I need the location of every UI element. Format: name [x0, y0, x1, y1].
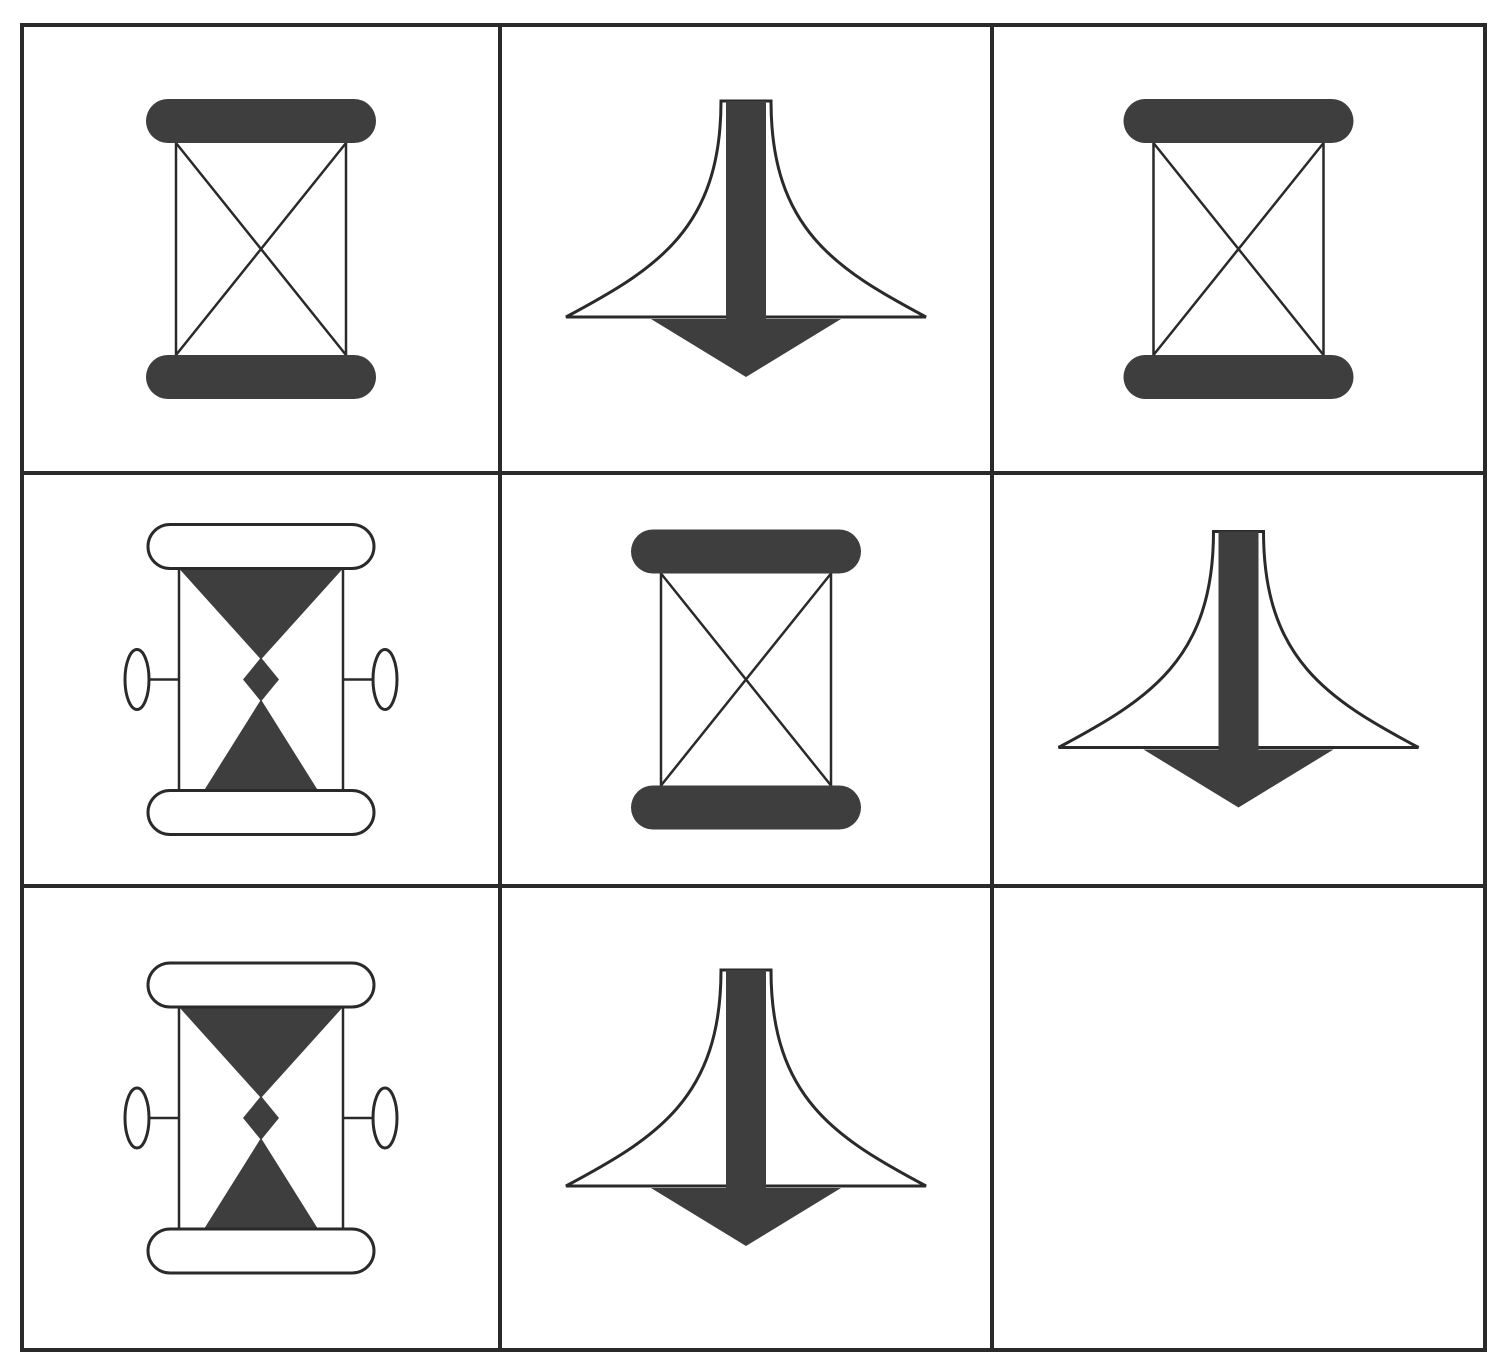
hourglass-frame-dark-caps-icon [1123, 99, 1354, 399]
cell-r2-c2 [631, 529, 861, 830]
down-arrow-flared-icon [565, 99, 927, 377]
down-arrow-flared-icon [1057, 530, 1420, 808]
cell-r1-c2 [565, 99, 927, 377]
cell-r2-c1 [123, 523, 399, 836]
cell-r3-c2 [565, 968, 927, 1246]
hourglass-filled-white-caps-knobs-icon [123, 961, 399, 1275]
hourglass-frame-dark-caps-icon [146, 99, 376, 399]
down-arrow-flared-icon [565, 968, 927, 1246]
cell-r2-c3 [1057, 530, 1420, 808]
grid-border [20, 23, 1487, 1352]
hourglass-frame-dark-caps-icon [631, 529, 861, 830]
cell-r3-c1 [123, 961, 399, 1275]
answer-blank-cell[interactable] [996, 890, 1481, 1346]
cell-r1-c1 [146, 99, 376, 399]
hourglass-filled-white-caps-knobs-icon [123, 523, 399, 836]
cell-r3-c3[interactable] [996, 890, 1481, 1346]
cell-r1-c3 [1123, 99, 1354, 399]
